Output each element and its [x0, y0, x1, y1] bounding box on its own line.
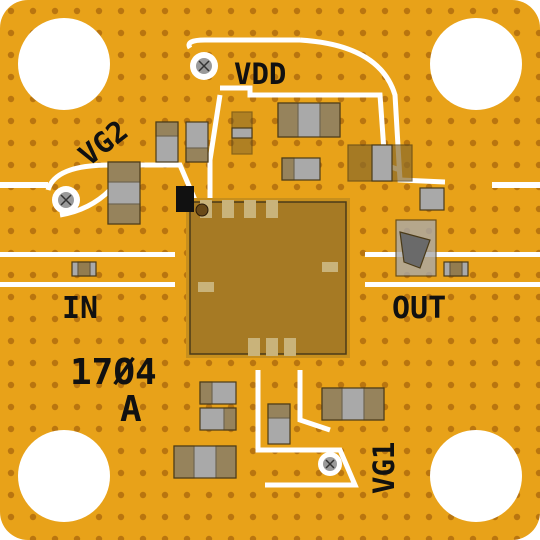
out-label: OUT [392, 291, 447, 326]
mounting-hole-top-right [430, 18, 522, 110]
test-point-vg2 [52, 186, 80, 214]
mounting-hole-bottom-right [430, 430, 522, 522]
revision-label: A [120, 389, 142, 430]
in-label: IN [62, 291, 99, 326]
vg1-trace-outline [255, 370, 359, 488]
mounting-hole-bottom-left [18, 430, 110, 522]
amplifier-chip [176, 186, 350, 358]
mounting-hole-top-left [18, 18, 110, 110]
test-point-vdd [190, 52, 218, 80]
mounting-holes [18, 18, 522, 522]
capacitor-out-2 [419, 187, 445, 211]
test-point-vg1 [318, 452, 342, 476]
vdd-label: VDD [234, 57, 287, 91]
rf-trace-gaps [0, 182, 540, 287]
vg1-label: VG1 [367, 441, 401, 494]
part-code-label: 17Ø4 [70, 352, 157, 393]
passive-components [71, 102, 469, 479]
